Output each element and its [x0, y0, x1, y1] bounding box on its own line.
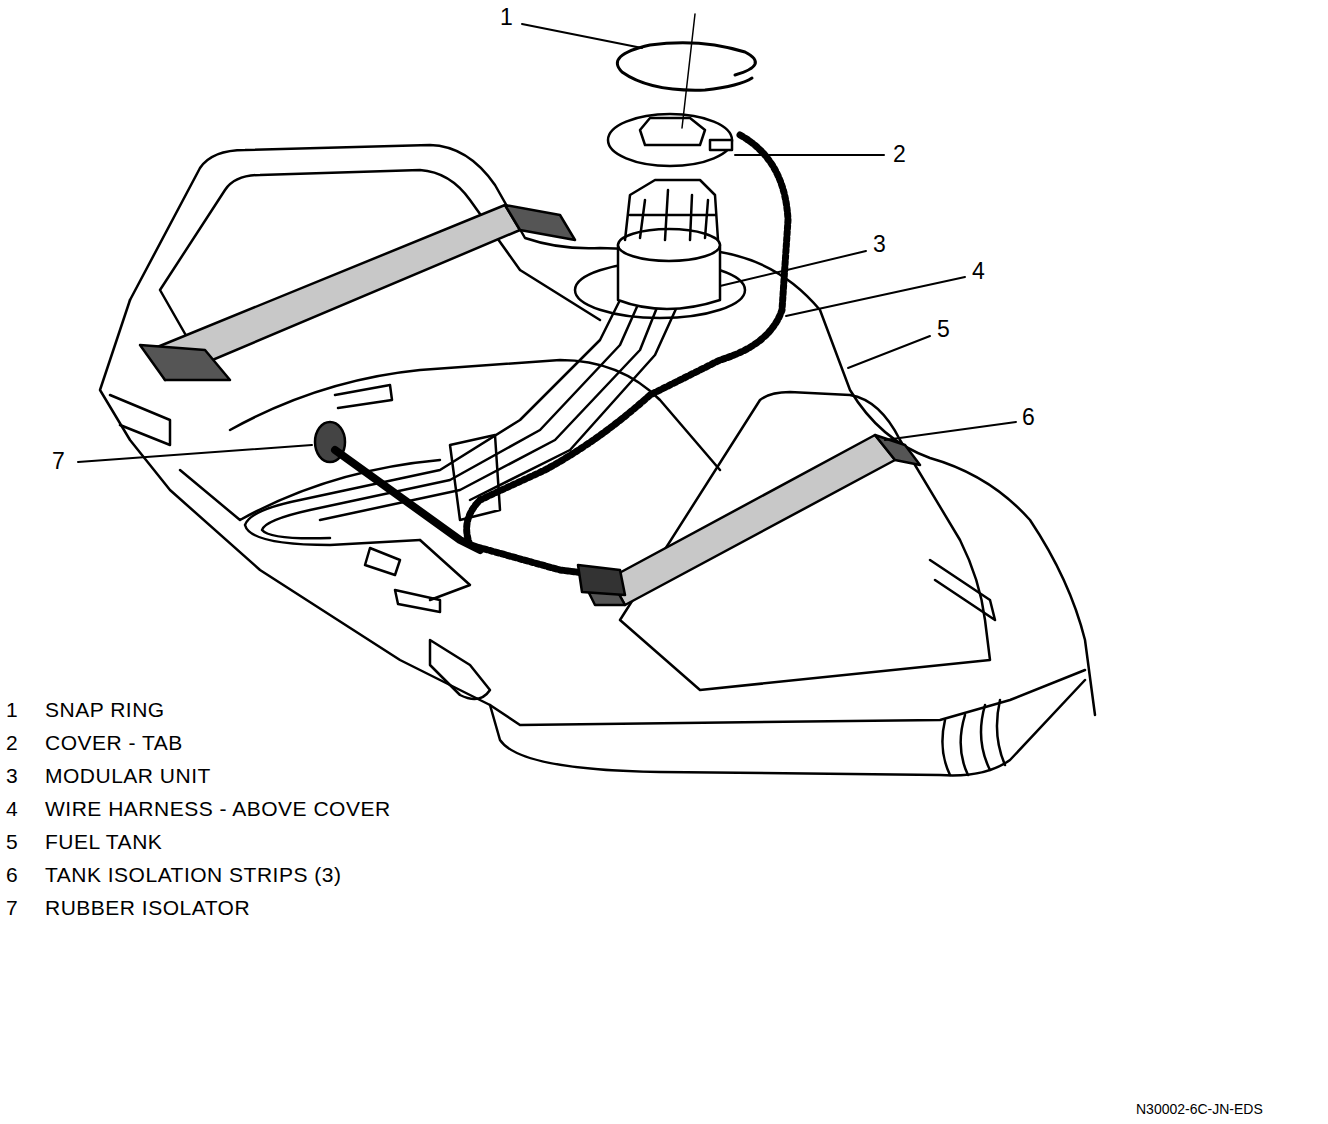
cover-fittings — [640, 118, 732, 150]
callout-number: 6 — [1022, 406, 1035, 429]
wire-harness — [467, 135, 788, 575]
cover — [608, 114, 732, 166]
part-key-entry: 4 — [6, 798, 18, 819]
isolation-strip-end — [140, 205, 575, 380]
isolation-strip — [610, 435, 895, 605]
leader-line — [848, 336, 930, 368]
part-key-entry: 5 — [6, 831, 18, 852]
leader-lines — [78, 24, 1016, 462]
part-key-entry: 1 — [6, 699, 18, 720]
leader-line — [78, 445, 312, 462]
leader-line — [735, 154, 884, 156]
fuel-tank-bottom — [100, 300, 1085, 725]
drawing-code: N30002-6C-JN-EDS — [1136, 1102, 1263, 1116]
callout-number: 4 — [972, 260, 985, 283]
part-key-entry: MODULAR UNIT — [45, 765, 211, 786]
leader-line — [522, 24, 642, 48]
fuel-tank-ribs — [942, 700, 1005, 775]
fuel-line-fittings — [365, 540, 490, 699]
part-key-entry: RUBBER ISOLATOR — [45, 897, 250, 918]
modular-unit-frame — [625, 180, 718, 240]
callout-number: 3 — [873, 233, 886, 256]
callout-number: 1 — [500, 6, 513, 29]
leader-line — [720, 251, 866, 286]
callout-number: 7 — [52, 450, 65, 473]
isolation-strip-end — [580, 435, 920, 605]
leader-line — [885, 422, 1016, 440]
part-key-entry: 3 — [6, 765, 18, 786]
fuel-tank-ledges — [110, 385, 995, 620]
callout-number: 5 — [937, 318, 950, 341]
part-key-entry: COVER - TAB — [45, 732, 183, 753]
fuel-tank-base-edge — [490, 680, 1085, 775]
part-key-entry: 2 — [6, 732, 18, 753]
part-key-entry: TANK ISOLATION STRIPS (3) — [45, 864, 341, 885]
part-key-entry: 7 — [6, 897, 18, 918]
part-key-entry: FUEL TANK — [45, 831, 162, 852]
fuel-tank-right-lobe — [620, 392, 990, 690]
part-key-entry: 6 — [6, 864, 18, 885]
harness-connector — [578, 565, 625, 595]
center-axis — [682, 14, 695, 128]
leader-line — [786, 277, 965, 316]
part-key-entry: WIRE HARNESS - ABOVE COVER — [45, 798, 391, 819]
part-key-entry: SNAP RING — [45, 699, 165, 720]
vent-hose — [335, 450, 480, 550]
callout-number: 2 — [893, 143, 906, 166]
fuel-tank-saddle — [180, 360, 720, 520]
